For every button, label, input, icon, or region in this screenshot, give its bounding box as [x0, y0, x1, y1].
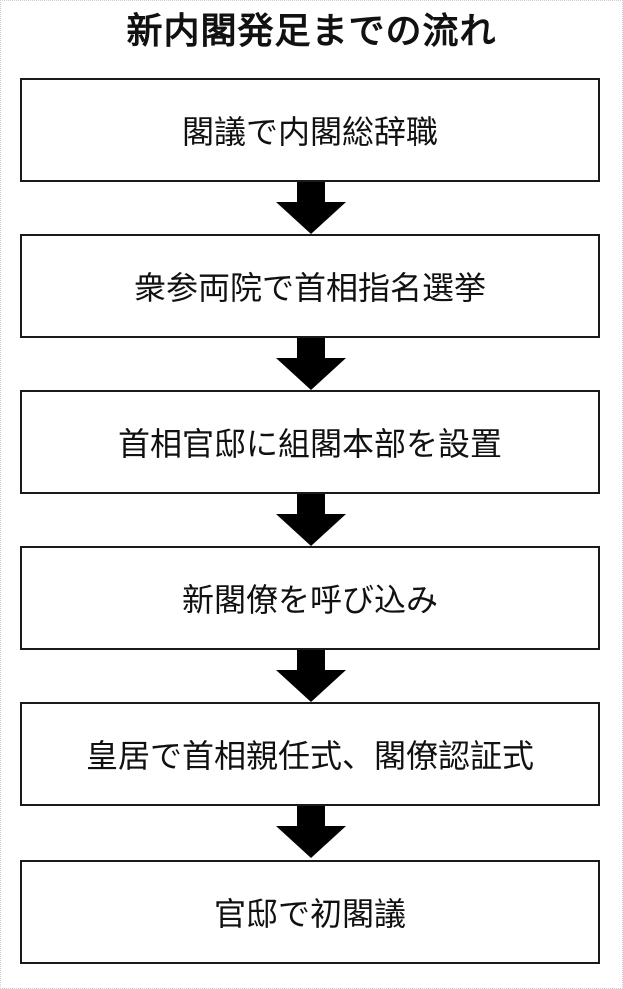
down-arrow-icon [276, 494, 346, 546]
down-arrow-icon [276, 650, 346, 702]
step-box-2: 衆参両院で首相指名選挙 [20, 234, 600, 338]
down-arrow-icon [276, 806, 346, 858]
step-box-4: 新閣僚を呼び込み [20, 546, 600, 650]
step-box-1: 閣議で内閣総辞職 [20, 78, 600, 182]
diagram-title: 新内閣発足までの流れ [126, 11, 497, 52]
step-box-3: 首相官邸に組閣本部を設置 [20, 390, 600, 494]
down-arrow-icon [276, 182, 346, 234]
down-arrow-icon [276, 338, 346, 390]
step-box-5: 皇居で首相親任式、閣僚認証式 [20, 702, 600, 806]
step-box-6: 官邸で初閣議 [20, 860, 600, 964]
